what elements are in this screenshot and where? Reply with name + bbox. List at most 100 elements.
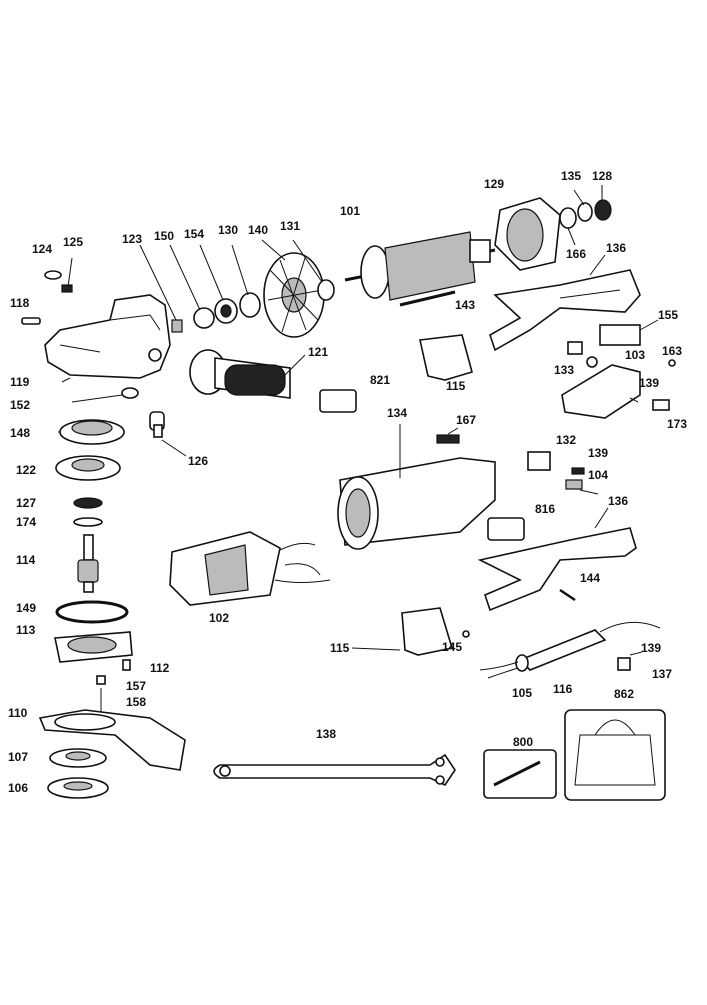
part-166 [559, 207, 577, 229]
part-number: 116 [553, 682, 573, 696]
motor-housing-134 [337, 457, 496, 550]
part-number: 145 [442, 640, 463, 654]
part-128 [594, 199, 612, 221]
part-number: 104 [588, 468, 609, 482]
part-157 [96, 675, 106, 685]
brush-holder-132 [527, 451, 551, 471]
part-number: 127 [16, 496, 37, 510]
screw-143 [399, 290, 456, 307]
part-127 [73, 497, 103, 509]
part-number: 110 [8, 706, 28, 720]
part-number: 102 [209, 611, 230, 625]
part-130 [239, 292, 261, 318]
part-number: 123 [122, 232, 143, 246]
cord-116 [515, 621, 661, 672]
cover-115-upper [419, 334, 473, 381]
switch-103 [561, 364, 641, 419]
part-number: 101 [340, 204, 361, 218]
spring-139b [571, 467, 585, 475]
o-ring-149 [55, 600, 129, 624]
part-number: 155 [658, 308, 679, 322]
armature-101 [344, 231, 496, 301]
part-number: 138 [316, 727, 337, 741]
part-number: 115 [446, 379, 466, 393]
part-number: 816 [535, 502, 556, 516]
part-number: 166 [566, 247, 587, 261]
part-number: 173 [667, 417, 688, 431]
screw-112 [122, 659, 131, 671]
wrench-138 [213, 753, 456, 787]
flange-122 [55, 455, 121, 481]
bearing-150 [193, 307, 215, 329]
cover-115-lower [401, 607, 454, 656]
label-821 [319, 389, 357, 413]
washer-152 [121, 387, 139, 399]
part-number: 115 [330, 641, 350, 655]
part-number: 163 [662, 344, 683, 358]
part-135 [577, 202, 593, 222]
flange-148 [59, 419, 125, 445]
bag-862 [564, 709, 666, 801]
part-number: 105 [512, 686, 533, 700]
part-number: 132 [556, 433, 577, 447]
part-124 [44, 270, 62, 280]
part-number: 174 [16, 515, 37, 529]
field-102 [169, 531, 331, 606]
part-155 [599, 324, 641, 346]
part-number: 154 [184, 227, 205, 241]
gear-case-119 [44, 294, 171, 379]
part-number: 139 [639, 376, 660, 390]
screw-145 [462, 630, 470, 638]
part-number: 148 [10, 426, 31, 440]
part-163 [668, 359, 676, 367]
part-number: 134 [387, 406, 408, 420]
part-number: 114 [16, 553, 36, 567]
housing-129 [494, 197, 561, 271]
part-number: 143 [455, 298, 476, 312]
part-number: 800 [513, 735, 534, 749]
fan-140 [263, 252, 325, 338]
part-number: 137 [652, 667, 673, 681]
part-number: 158 [126, 695, 147, 709]
part-number: 128 [592, 169, 613, 183]
screw-144 [559, 588, 576, 602]
part-number: 135 [561, 169, 582, 183]
kit-800 [483, 749, 557, 799]
part-number: 136 [608, 494, 629, 508]
part-number: 157 [126, 679, 147, 693]
pin-118 [21, 317, 41, 325]
part-number: 133 [554, 363, 575, 377]
side-handle-121 [189, 349, 291, 399]
part-131 [317, 279, 335, 301]
part-number: 106 [8, 781, 29, 795]
part-174 [73, 517, 103, 527]
part-number: 103 [625, 348, 646, 362]
part-number: 126 [188, 454, 209, 468]
part-number: 107 [8, 750, 29, 764]
part-number: 129 [484, 177, 505, 191]
part-number: 821 [370, 373, 391, 387]
part-number: 131 [280, 219, 301, 233]
screw-139c [629, 651, 643, 656]
part-number: 144 [580, 571, 601, 585]
cord-105 [479, 661, 519, 679]
part-number: 140 [248, 223, 269, 237]
part-number: 862 [614, 687, 635, 701]
screw-139a [629, 397, 639, 403]
spindle-114 [77, 534, 99, 593]
part-133 [586, 356, 598, 368]
handle-136-upper [489, 269, 641, 352]
guard-110 [38, 709, 186, 771]
part-number: 139 [588, 446, 609, 460]
part-number: 130 [218, 223, 239, 237]
part-137 [617, 657, 631, 671]
part-number: 112 [150, 661, 170, 675]
part-number: 118 [10, 296, 30, 310]
part-number: 125 [63, 235, 84, 249]
part-number: 150 [154, 229, 175, 243]
part-number: 152 [10, 398, 31, 412]
label-816 [487, 517, 525, 541]
handle-136-lower [477, 527, 637, 612]
part-number: 119 [10, 375, 30, 389]
